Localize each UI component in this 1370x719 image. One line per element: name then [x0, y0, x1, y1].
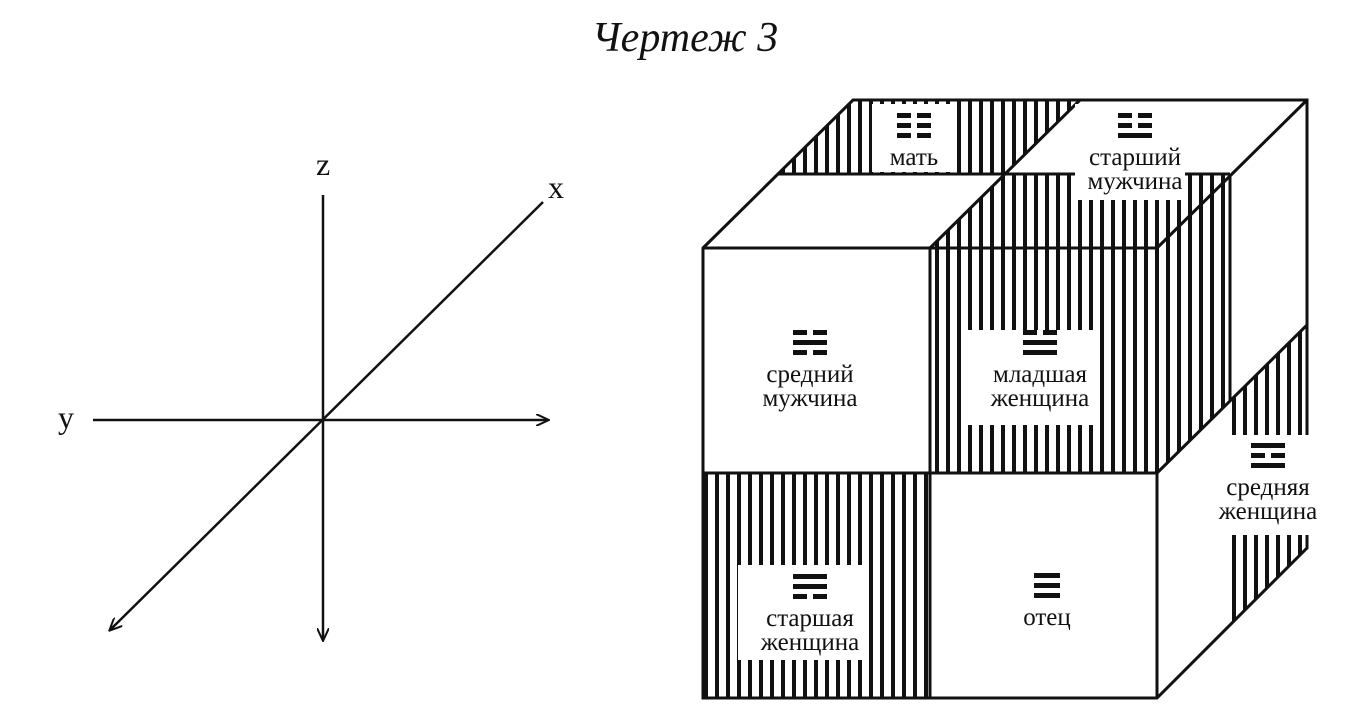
cell-father: отец	[1023, 573, 1071, 631]
cell-label: старший	[1089, 144, 1181, 171]
cell-label: женщина	[990, 385, 1090, 412]
cell-label: мужчина	[1087, 168, 1182, 195]
cell-label: средний	[766, 361, 853, 388]
cell-label: женщина	[760, 629, 860, 656]
y-axis-label: y	[58, 399, 74, 435]
coordinate-axes: z x y	[58, 146, 564, 640]
trigram-icon	[1251, 443, 1285, 468]
trigram-icon	[793, 330, 827, 355]
trigram-icon	[1118, 113, 1152, 138]
cell-mother: мать	[890, 113, 938, 171]
trigram-icon	[1023, 330, 1057, 355]
cell-label: старшая	[766, 605, 854, 632]
cell-label: женщина	[1218, 498, 1318, 525]
x-axis	[110, 201, 544, 630]
right-upper-face	[1157, 174, 1230, 473]
x-axis-label: x	[548, 169, 564, 205]
cell-label: отец	[1023, 604, 1071, 631]
z-axis-label: z	[316, 146, 330, 182]
trigram-icon	[897, 113, 931, 138]
cell-label: средняя	[1226, 474, 1310, 501]
cell-label: мужчина	[762, 385, 857, 412]
trigram-icon	[1034, 573, 1060, 598]
cell-label: мать	[890, 144, 938, 171]
trigram-icon	[793, 574, 827, 599]
diagram-title: Чертеж 3	[591, 15, 779, 61]
cell-label: младшая	[993, 361, 1087, 388]
